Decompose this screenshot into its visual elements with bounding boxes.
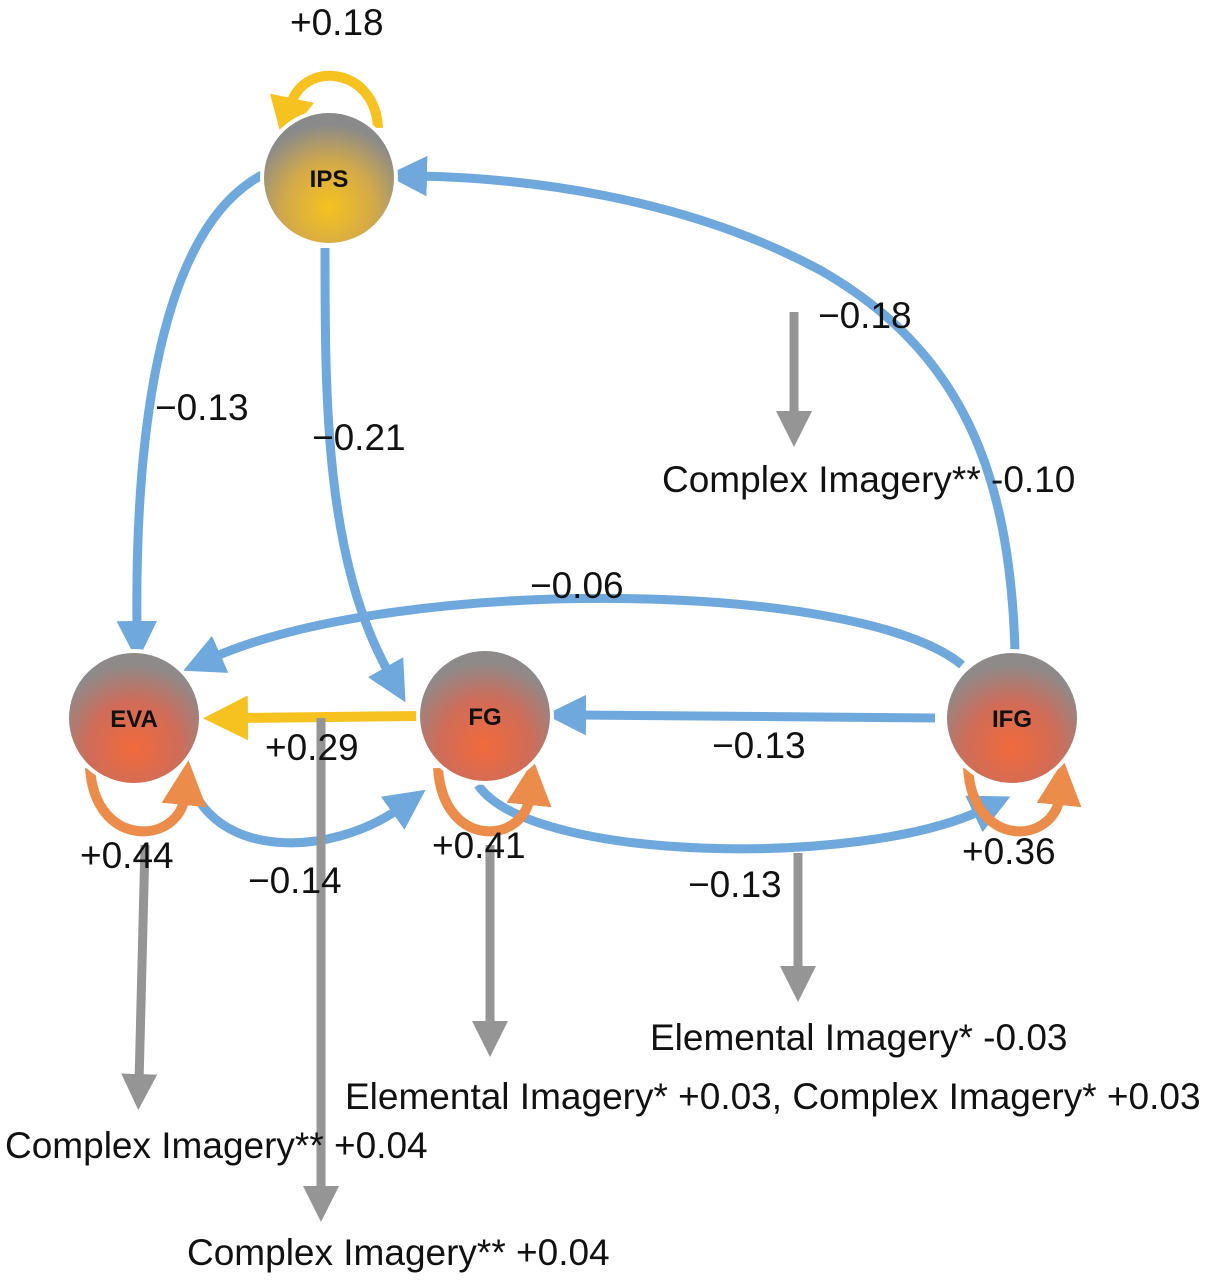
- weight-label-ifg-to-fg: −0.13: [712, 725, 806, 766]
- weight-label-ifg-to-eva: −0.06: [530, 565, 624, 606]
- weight-label-ips-to-eva: −0.13: [155, 387, 249, 428]
- node-fg-label: FG: [468, 704, 501, 731]
- node-fg: FG: [416, 647, 554, 785]
- weight-label-ifg-self: +0.36: [962, 831, 1056, 872]
- node-ips: IPS: [260, 109, 398, 247]
- connection-ips-to-eva: [116, 171, 265, 662]
- connection-fg-to-eva: [203, 695, 419, 741]
- modulator-label-fg-ifg: Elemental Imagery* -0.03: [650, 1017, 1067, 1058]
- node-ifg: IFG: [943, 649, 1081, 787]
- weight-label-eva-to-fg: −0.14: [248, 860, 342, 901]
- node-ifg-label: IFG: [992, 706, 1032, 733]
- modulator-label-fg-eva: Complex Imagery** +0.04: [187, 1232, 610, 1273]
- node-eva: EVA: [65, 649, 203, 787]
- connection-ifg-to-eva: [183, 593, 965, 673]
- self-connection-ips: [270, 70, 383, 143]
- modulator-label-eva-self: Complex Imagery** +0.04: [5, 1125, 428, 1166]
- modulator-label-fg-self: Elemental Imagery* +0.03, Complex Imager…: [345, 1076, 1201, 1117]
- node-ips-label: IPS: [310, 166, 349, 193]
- self-connection-fg: [433, 760, 552, 837]
- modulator-label-ifg-ips: Complex Imagery** -0.10: [662, 459, 1075, 500]
- weight-label-fg-self: +0.41: [432, 825, 526, 866]
- connection-ifg-to-ips: [386, 155, 1020, 653]
- modulator-arrow-eva-self: [121, 844, 158, 1110]
- self-connection-ifg: [963, 760, 1082, 837]
- connection-eva-to-fg: [183, 773, 426, 848]
- self-connection-eva: [85, 760, 207, 837]
- connection-fg-to-ifg: [474, 782, 1011, 854]
- connection-ips-to-fg: [320, 247, 406, 703]
- weight-label-ifg-to-ips: −0.18: [818, 295, 912, 336]
- weight-label-fg-to-eva: +0.29: [265, 727, 359, 768]
- weight-label-ips-to-fg: −0.21: [312, 417, 406, 458]
- node-eva-label: EVA: [110, 706, 158, 733]
- connection-ifg-to-fg: [545, 694, 936, 736]
- weight-label-eva-self: +0.44: [80, 835, 174, 876]
- weight-label-ips-self: +0.18: [290, 2, 384, 43]
- weight-label-fg-to-ifg: −0.13: [688, 864, 782, 905]
